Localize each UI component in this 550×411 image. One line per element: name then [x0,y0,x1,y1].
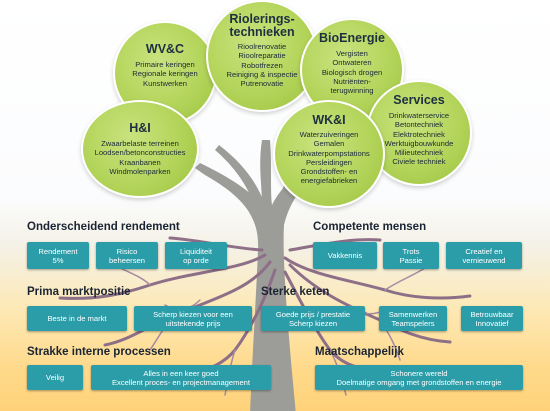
box-line: Alles in een keer goed [143,368,219,378]
list-item: Milieutechniek [394,148,444,158]
box-line: Schonere wereld [390,368,448,378]
box-line: vernieuwend [462,255,506,265]
circle-title: BioEnergie [319,31,385,45]
circle-rioleringstechnieken: Riolerings- technieken Rioolrenovatie Ri… [206,0,318,112]
circle-list: Zwaarbelaste terreinen Loodsen/betoncons… [95,139,186,176]
box-line: Trots [402,246,420,256]
circle-list: Vergisten Ontwateren Biologisch drogen N… [322,49,382,95]
list-item: Betontechniek [394,120,444,130]
list-item: Grondstoffen- en [300,167,358,177]
section-title-competente-mensen: Competente mensen [313,221,427,233]
circle-title: Riolerings- technieken [229,13,294,39]
box-line: uitstekende prijs [165,318,221,328]
box-line: op orde [183,255,209,265]
box-line: Passie [399,255,423,265]
list-item: Vergisten [336,49,368,58]
box-line: Betrouwbaar [470,309,514,319]
box-line: Doelmatige omgang met grondstoffen en en… [336,377,502,387]
box-goede-prijs: Goede prijs / prestatie Scherp kiezen [261,306,365,331]
list-item: Primaire keringen [135,60,195,69]
list-item: Rioolrenovatie [237,42,287,51]
section-title-prima-marktpositie: Prima marktpositie [27,286,131,298]
box-line: Excellent proces- en projectmanagement [111,377,251,387]
list-item: Civiele techniek [392,157,446,167]
box-line: Scherp kiezen voor een [153,309,233,319]
circle-list: Rioolrenovatie Rioolreparatie Robotfreze… [227,42,298,88]
box-schonere-wereld: Schonere wereld Doelmatige omgang met gr… [315,365,523,390]
circle-list: Primaire keringen Regionale keringen Kun… [132,60,197,88]
box-veilig: Veilig [27,365,83,390]
box-line: Creatief en [465,246,503,256]
box-line: 5% [52,255,64,265]
box-line: Teamspelers [391,318,435,328]
box-liquiditeit: Liquiditeit op orde [165,242,227,269]
box-line: Vakkennis [327,251,363,260]
box-scherp-kiezen: Scherp kiezen voor een uitstekende prijs [134,306,252,331]
list-item: Reiniging & inspectie [226,69,298,79]
section-title-sterke-keten: Sterke keten [261,286,330,298]
box-line: Risico [116,246,138,256]
list-item: Kraanbanen [119,157,161,167]
list-item: Robotfrezen [241,60,283,70]
circle-services: Services Drinkwaterservice Betontechniek… [366,80,472,186]
box-line: Samenwerken [388,309,438,319]
list-item: Putrenovatie [240,79,284,89]
circle-title: Services [393,93,445,107]
circle-title: WV&C [145,42,185,56]
box-line: beheersen [109,255,145,265]
list-item: Rioolreparatie [238,51,286,61]
list-item: Zwaarbelaste terreinen [101,139,179,148]
box-line: Innovatief [475,318,509,328]
box-vakkennis: Vakkennis [313,242,377,269]
list-item: energiefabrieken [300,176,358,186]
section-title-onderscheidend-rendement: Onderscheidend rendement [27,221,180,233]
list-item: terugwinning [330,86,374,96]
circle-hi: H&I Zwaarbelaste terreinen Loodsen/beton… [81,100,199,198]
box-rendement: Rendement 5% [27,242,89,269]
circle-title: H&I [129,121,151,135]
list-item: Ontwateren [332,58,372,68]
circle-title: WK&I [312,113,346,127]
list-item: Loodsen/betonconstructies [94,148,186,158]
list-item: Drinkwaterpompstations [288,148,370,158]
box-line: Rendement [38,246,78,256]
list-item: Werktuigbouwkunde [384,138,454,148]
list-item: Windmolenparken [109,166,171,176]
list-item: Nutriënten- [333,76,371,86]
box-line: Liquiditeit [179,246,213,256]
list-item: Regionale keringen [132,69,198,79]
circle-wki: WK&I Waterzuiveringen Gemalen Drinkwater… [273,100,385,208]
circle-list: Waterzuiveringen Gemalen Drinkwaterpomps… [288,130,369,186]
box-line: Beste in de markt [47,314,107,323]
list-item: Waterzuiveringen [299,130,359,139]
box-beste-in-de-markt: Beste in de markt [27,306,127,331]
box-alles-in-een-keer-goed: Alles in een keer goed Excellent proces-… [91,365,271,390]
list-item: Drinkwaterservice [388,111,450,120]
list-item: Kunstwerken [143,78,187,88]
list-item: Persleidingen [305,157,352,167]
circle-title-line: technieken [229,25,295,39]
box-betrouwbaar: Betrouwbaar Innovatief [461,306,523,331]
circle-title-line: Riolerings- [229,12,295,26]
box-trots-passie: Trots Passie [383,242,439,269]
box-risico: Risico beheersen [96,242,158,269]
box-creatief: Creatief en vernieuwend [446,242,522,269]
box-line: Goede prijs / prestatie [275,309,351,319]
list-item: Gemalen [313,139,345,149]
box-line: Veilig [45,373,65,382]
section-title-maatschappelijk: Maatschappelijk [315,346,404,358]
box-line: Scherp kiezen [288,318,338,328]
circle-list: Drinkwaterservice Betontechniek Elektrot… [385,111,454,167]
list-item: Elektrotechniek [393,129,445,139]
list-item: Biologisch drogen [321,67,383,77]
box-samenwerken: Samenwerken Teamspelers [379,306,447,331]
section-title-strakke-interne-processen: Strakke interne processen [27,346,171,358]
